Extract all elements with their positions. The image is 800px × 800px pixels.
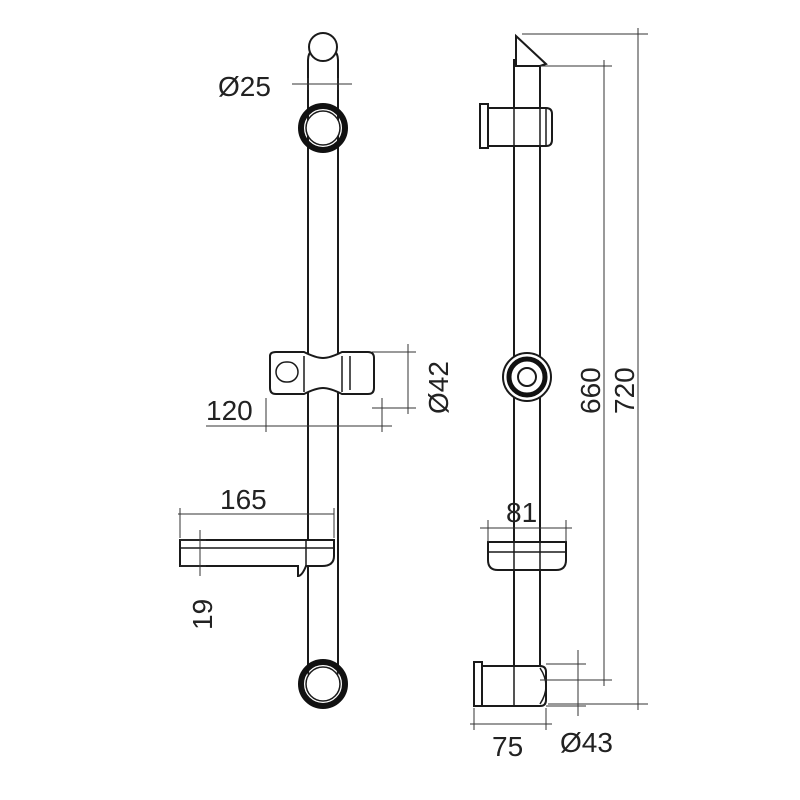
label-soap-dish-depth: 165	[220, 484, 267, 515]
label-soap-dish-height: 19	[187, 599, 218, 630]
label-soap-dish-width: 81	[506, 497, 537, 528]
label-rail-diameter: Ø25	[218, 71, 271, 102]
upper-wall-bracket-side	[479, 103, 553, 149]
soap-dish-front	[179, 539, 335, 578]
dim-rail-height-total	[522, 28, 648, 710]
dim-slider-depth	[206, 398, 392, 432]
dim-soap-dish-width	[480, 520, 572, 542]
dim-soap-dish-depth	[178, 508, 335, 538]
rail-top-cap	[308, 32, 338, 62]
rail-top-cap-side	[515, 33, 548, 67]
slider-holder-front	[269, 351, 375, 395]
label-rail-height-total: 720	[609, 367, 640, 414]
label-rail-height-inner: 660	[575, 367, 606, 414]
dim-rail-diameter	[292, 78, 352, 90]
label-bracket-depth: 75	[492, 731, 523, 762]
upper-wall-bracket-front	[298, 103, 348, 153]
dim-rail-height-inner	[540, 60, 612, 686]
dim-bracket-depth	[470, 708, 552, 730]
lower-wall-bracket-front	[298, 659, 348, 709]
front-view: Ø25 Ø42 165 120 165 19	[178, 32, 454, 709]
soap-dish-side	[487, 541, 567, 571]
dim-bracket-diameter	[546, 650, 586, 716]
label-slider-depth-value: 120	[206, 395, 253, 426]
dim-slider-diameter	[372, 344, 416, 414]
dim-soap-dish-height	[180, 530, 206, 576]
label-slider-diameter: Ø42	[423, 361, 454, 414]
slider-holder-side	[502, 352, 552, 402]
lower-wall-bracket-side	[473, 661, 547, 707]
side-view: 720 660 81 75 Ø43	[470, 28, 648, 762]
label-bracket-diameter: Ø43	[560, 727, 613, 758]
